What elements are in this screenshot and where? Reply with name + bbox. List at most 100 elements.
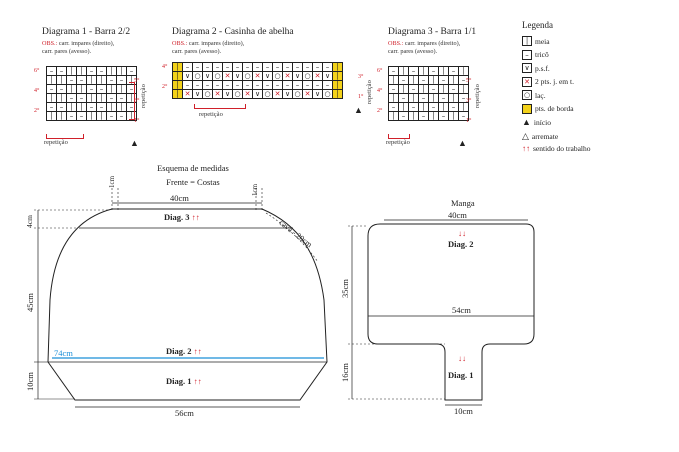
legend-item: –tricô: [522, 49, 549, 60]
legend-label: p.s.f.: [535, 63, 550, 73]
body-diag3: Diag. 3 ↑↑: [164, 212, 200, 222]
stitch-cell: │: [332, 89, 343, 99]
direction-arrows-icon: ↑↑: [522, 144, 530, 153]
up-arrows-icon: ↑↑: [191, 213, 200, 222]
chart-row: –│–│–│–│: [388, 84, 469, 94]
diagram2-title: Diagrama 2 - Casinha de abelha: [172, 27, 294, 37]
up-arrows-icon: ↑↑: [193, 347, 202, 356]
legend-label: tricô: [535, 50, 549, 59]
obs-label: OBS.:: [42, 40, 58, 47]
diagram2-repeat-bottom: repetição: [199, 111, 223, 118]
diagram2-chart: │–––––––––––––––││∨○∨○✕∨○✕∨○✕∨○✕∨││–––––…: [172, 62, 343, 99]
row-number-label: 5°: [466, 78, 472, 84]
diag3-label: Diag. 3: [164, 212, 190, 222]
chart-row: │–––––––––––––––│: [172, 80, 343, 90]
row-number-label: 1°: [358, 94, 364, 100]
diagram1-right-row-labels: 5° 3° 1°: [134, 66, 139, 126]
row-number-label: 1°: [134, 118, 140, 124]
row-number-label: 6°: [377, 68, 383, 74]
diagram2-obs: OBS.: carr. impares (direito), carr. par…: [172, 40, 244, 56]
row-number-label: 6°: [34, 68, 40, 74]
row-number-label: 1°: [466, 118, 472, 124]
neck-left-label: 1cm: [108, 175, 116, 188]
row-number-label: 3°: [358, 74, 364, 80]
legend-label: pts. de borda: [535, 104, 574, 113]
chart-row: │∨○∨○✕∨○✕∨○✕∨○✕∨│: [172, 71, 343, 81]
legend-item: ○laç.: [522, 90, 546, 100]
row-number-label: 3°: [134, 98, 140, 104]
rib-height-label: 10cm: [25, 372, 35, 391]
legend-symbol: –: [522, 49, 532, 60]
row-number-label: 3°: [466, 98, 472, 104]
obs-line2: carr. pares (avesso).: [388, 48, 438, 55]
diagram2-repeat-bottom-bracket: [194, 104, 246, 109]
obs-line1: carr. impares (direito),: [404, 40, 461, 47]
diagram2-right-row-labels: 3° 1°: [358, 62, 363, 102]
shoulder-drop-label: 4cm: [25, 215, 34, 228]
chart-row: │–––––––––––––––│: [172, 62, 343, 72]
diagram1-obs: OBS.: carr. impares (direito), carr. par…: [42, 40, 114, 56]
obs-line1: carr. impares (direito),: [58, 40, 115, 47]
legend-symbol: │: [522, 36, 532, 46]
down-arrows-icon: ↓↓: [458, 229, 466, 238]
bust-label: 74cm: [54, 348, 73, 358]
start-icon: ▲: [522, 117, 531, 127]
diag1-label: Diag. 1: [166, 376, 192, 386]
diagram3-repeat-bottom-bracket: [388, 134, 410, 139]
legend-item: │meia: [522, 36, 550, 46]
diagram3-chart: –│–│–│–││–│–│–│––│–│–│–││–│–│–│––│–│–│–│…: [388, 66, 469, 121]
diagram1-chart: ––││––││–││––││––│––││––││–││––││––│––││…: [46, 66, 137, 121]
legend-label: sentido do trabalho: [533, 144, 591, 153]
down-arrows-icon: ↓↓: [458, 354, 466, 363]
start-icon: ▲: [354, 105, 363, 115]
row-number-label: 5°: [134, 78, 140, 84]
chart-row: ––││––││–: [46, 102, 137, 112]
legend-label: laç.: [535, 90, 546, 100]
diagram1-repeat-bottom-bracket: [46, 134, 84, 139]
row-number-label: 4°: [377, 88, 383, 94]
diagram3-repeat-bottom: repetição: [386, 139, 410, 146]
chart-row: │✕∨○✕∨○✕∨○✕∨○✕∨○│: [172, 89, 343, 99]
start-icon: ▲: [458, 138, 467, 148]
sleeve-title: Manga: [451, 198, 475, 208]
diagram1-left-row-labels: 6°4°2°: [34, 66, 39, 126]
up-arrows-icon: ↑↑: [193, 377, 202, 386]
diagram1-repeat-bottom: repetição: [44, 139, 68, 146]
legend-title: Legenda: [522, 20, 553, 30]
diagram3-right-row-labels: 5° 3° 1°: [466, 66, 471, 126]
diagram2-left-row-labels: 4° 2°: [162, 62, 167, 102]
diagram3-title: Diagrama 3 - Barra 1/1: [388, 27, 477, 37]
sleeve-width-label: 54cm: [452, 305, 471, 315]
diagram1-repeat-side-bracket: [129, 82, 135, 120]
diagram3-left-row-labels: 6°4°2°: [377, 66, 382, 126]
legend-item: ↑↑sentido do trabalho: [522, 144, 591, 153]
body-height-label: 45cm: [25, 293, 35, 312]
stitch-cell: │: [126, 111, 137, 121]
start-icon: ▲: [130, 138, 139, 148]
chart-row: ││––││––│: [46, 75, 137, 85]
legend-item: pts. de borda: [522, 103, 574, 114]
cuff-width-label: 10cm: [454, 406, 473, 416]
legend-item: △arremate: [522, 131, 558, 142]
bottom-width-label: 56cm: [175, 408, 194, 418]
sleeve-diag2: Diag. 2: [448, 239, 474, 249]
legend-item: ∨p.s.f.: [522, 63, 550, 73]
chart-row: │–│–│–│–: [388, 111, 469, 121]
obs-line2: carr. pares (avesso).: [172, 48, 222, 55]
row-number-label: 4°: [162, 64, 168, 70]
cuff-height-label: 16cm: [340, 363, 350, 382]
legend-label: 2 pts. j. em t.: [535, 77, 574, 86]
legend-label: início: [533, 117, 552, 127]
row-number-label: 2°: [162, 84, 168, 90]
obs-line1: carr. impares (direito),: [188, 40, 245, 47]
row-number-label: 2°: [34, 108, 40, 114]
obs-label: OBS.:: [388, 40, 404, 47]
chart-row: │–│–│–│–: [388, 75, 469, 85]
obs-line2: carr. pares (avesso).: [42, 48, 92, 55]
legend-symbol: ○: [522, 90, 532, 100]
legend-symbol: ✕: [522, 76, 532, 87]
diagram1-title: Diagrama 1 - Barra 2/2: [42, 27, 131, 37]
schema-title-1: Esquema de medidas: [157, 163, 229, 173]
diag2-label: Diag. 2: [166, 346, 192, 356]
